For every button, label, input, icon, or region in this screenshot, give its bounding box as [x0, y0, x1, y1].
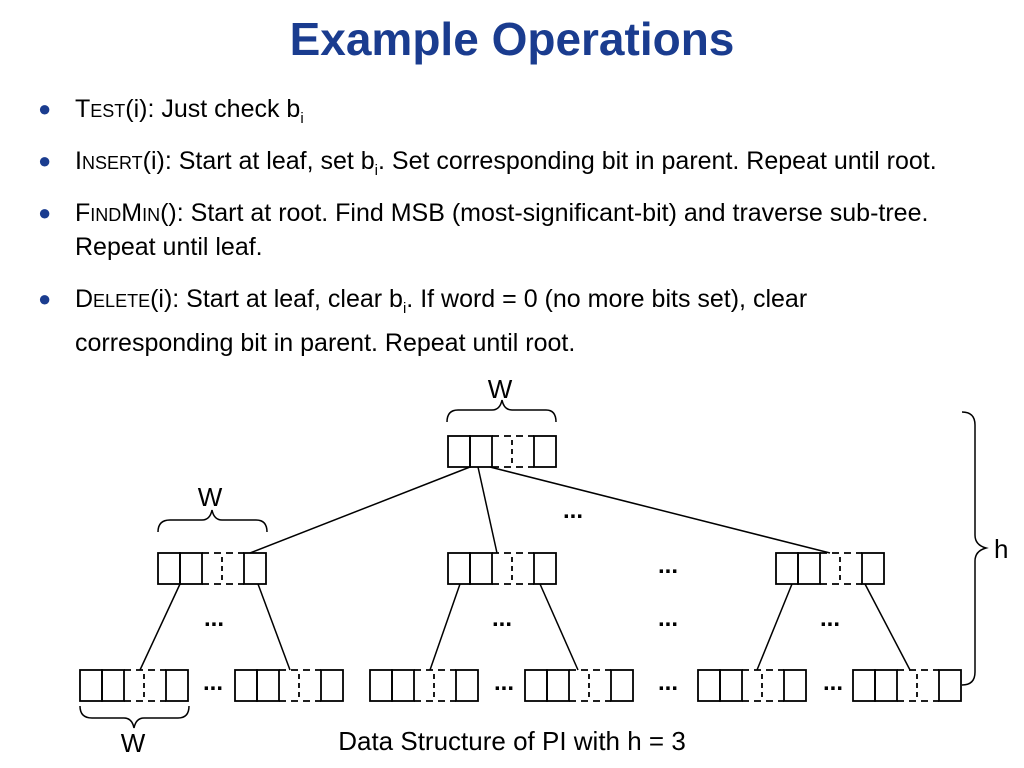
bullet-delete: ● Delete(i): Start at leaf, clear bi. If…	[38, 282, 968, 360]
tree-edge	[249, 466, 471, 554]
bit-cell	[79, 669, 103, 702]
op-name: Delete	[75, 285, 151, 313]
word-root	[447, 435, 557, 468]
bit-cell	[165, 669, 189, 702]
ellipsis: ...	[492, 605, 512, 632]
height-label: h	[994, 534, 1008, 564]
op-name: Test	[75, 95, 126, 123]
diagram-caption: Data Structure of PI with h = 3	[338, 726, 686, 756]
bit-cell	[783, 669, 807, 702]
bullet-dot-icon: ●	[38, 148, 52, 173]
word-level1-right	[775, 552, 885, 585]
tree-edges	[139, 466, 911, 671]
op-subscript: i	[374, 162, 379, 179]
bit-cell	[455, 669, 479, 702]
operations-list: ● Test(i): Just check bi ● Insert(i): St…	[38, 92, 968, 368]
tree-edge	[489, 466, 831, 554]
braces	[79, 399, 989, 729]
bullet-findmin: ● FindMin(): Start at root. Find MSB (mo…	[38, 196, 968, 274]
word-leaf-4	[524, 669, 634, 702]
ellipsis: ...	[204, 605, 224, 632]
ellipsis: ...	[203, 669, 223, 696]
word-leaf-2	[234, 669, 344, 702]
tree-edge	[429, 583, 461, 671]
word-leaf-3	[369, 669, 479, 702]
bullet-insert: ● Insert(i): Start at leaf, set bi. Set …	[38, 144, 968, 188]
word-size-label-root: W	[488, 374, 513, 404]
tree-edge	[477, 466, 498, 554]
word-level1-middle	[447, 552, 557, 585]
bit-cell	[524, 669, 548, 702]
bit-cell	[797, 552, 821, 585]
tree-words	[79, 435, 962, 702]
bullet-dot-icon: ●	[38, 200, 52, 225]
op-text-post: . Set corresponding bit in parent. Repea…	[378, 147, 937, 175]
op-name: FindMin	[75, 199, 161, 227]
word-leaf-5	[697, 669, 807, 702]
brace-root-word	[446, 399, 557, 423]
ellipsis: ...	[823, 669, 843, 696]
bit-cell	[157, 552, 181, 585]
bit-cell	[861, 552, 885, 585]
bit-cell	[369, 669, 393, 702]
bit-cell	[546, 669, 570, 702]
word-size-label-mid: W	[198, 482, 223, 512]
bit-cell	[469, 435, 493, 468]
bit-cell	[243, 552, 267, 585]
tree-edge	[539, 583, 579, 671]
ellipsis: ...	[563, 497, 583, 524]
ellipsis: ...	[494, 669, 514, 696]
ellipsis: ...	[658, 605, 678, 632]
op-subscript: i	[300, 110, 304, 127]
op-name: Insert	[75, 147, 143, 175]
tree-edge	[257, 583, 291, 671]
bit-cell	[852, 669, 876, 702]
diagram-labels: W W W h ... ... ... ... ... ... ... ... …	[121, 374, 1009, 758]
bit-cell	[447, 552, 471, 585]
bit-cell	[533, 552, 557, 585]
bit-cell	[179, 552, 203, 585]
brace-mid-word	[157, 509, 268, 533]
op-subscript: i	[402, 300, 407, 317]
tree-edge	[139, 583, 181, 671]
bit-cell	[469, 552, 493, 585]
bullet-dot-icon: ●	[38, 286, 52, 311]
word-size-label-leaf: W	[121, 728, 146, 758]
bit-cell	[938, 669, 962, 702]
bit-cell	[447, 435, 471, 468]
bit-cell	[533, 435, 557, 468]
bit-cell	[391, 669, 415, 702]
word-leaf-1	[79, 669, 189, 702]
op-text: (i): Start at leaf, set b	[142, 147, 375, 175]
bit-cell	[697, 669, 721, 702]
word-leaf-6	[852, 669, 962, 702]
bullet-dot-icon: ●	[38, 96, 52, 121]
ellipsis: ...	[658, 552, 678, 579]
op-text: (): Start at root. Find MSB (most-signif…	[75, 199, 929, 261]
slide-title: Example Operations	[289, 13, 735, 65]
bit-cell	[234, 669, 258, 702]
op-text: (i): Start at leaf, clear b	[150, 285, 403, 313]
ellipsis: ...	[658, 669, 678, 696]
bit-cell	[719, 669, 743, 702]
bit-cell	[874, 669, 898, 702]
ellipsis: ...	[820, 605, 840, 632]
word-level1-left	[157, 552, 267, 585]
bit-cell	[101, 669, 125, 702]
brace-leaf-word	[79, 705, 190, 729]
bit-cell	[775, 552, 799, 585]
brace-height	[961, 411, 989, 686]
bit-cell	[610, 669, 634, 702]
bullet-test: ● Test(i): Just check bi	[38, 92, 968, 136]
bit-cell	[256, 669, 280, 702]
tree-edge	[864, 583, 911, 671]
tree-edge	[756, 583, 793, 671]
bit-cell	[320, 669, 344, 702]
op-text: (i): Just check b	[125, 95, 301, 123]
op-text-post: . If word = 0 (no more bits set), clear …	[75, 285, 808, 357]
